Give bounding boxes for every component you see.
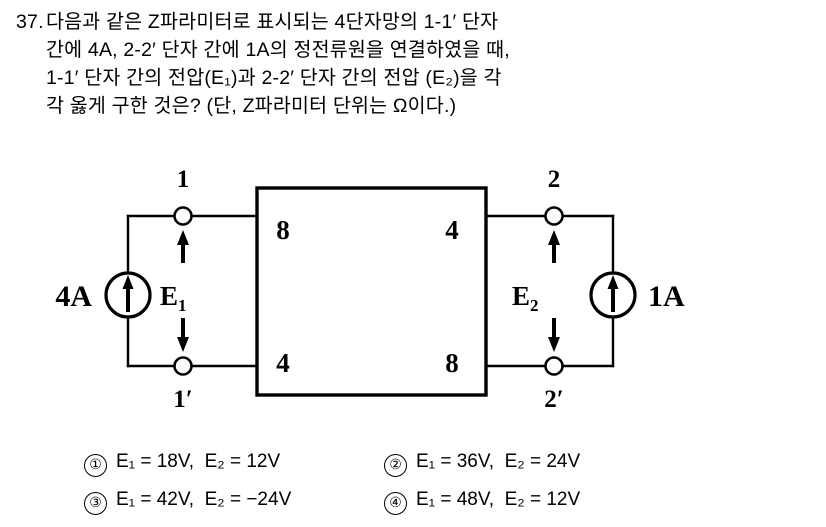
answer-text-3: E₁ = 42V, E₂ = −24V	[116, 489, 292, 510]
label-z12: 4	[445, 215, 459, 245]
answer-option-4[interactable]: ④ E₁ = 48V, E₂ = 12V	[320, 489, 720, 515]
answer-text-1: E₁ = 18V, E₂ = 12V	[116, 451, 281, 472]
question-text-line-2: 간에 4A, 2-2′ 단자 간에 1A의 정전류원을 연결하였을 때,	[46, 39, 510, 61]
label-terminal-2: 2	[548, 166, 561, 193]
question-line-3: 1-1′ 단자 간의 전압(E₁)과 2-2′ 단자 간의 전압 (E₂)을 각	[0, 64, 826, 92]
label-terminal-1: 1	[177, 166, 190, 193]
label-terminal-2-prime: 2′	[544, 386, 564, 413]
label-voltage-e1-subscript: 1	[178, 296, 187, 315]
question-text-line-3: 1-1′ 단자 간의 전압(E₁)과 2-2′ 단자 간의 전압 (E₂)을 각	[46, 67, 502, 89]
answer-options: ① E₁ = 18V, E₂ = 12V ② E₁ = 36V, E₂ = 24…	[0, 444, 826, 520]
two-port-network-box	[255, 186, 488, 397]
terminal-node-2-prime	[544, 356, 564, 376]
answer-marker-4: ④	[384, 492, 407, 515]
label-source-4a: 4A	[55, 280, 92, 313]
answer-row-2: ③ E₁ = 42V, E₂ = −24V ④ E₁ = 48V, E₂ = 1…	[0, 482, 826, 520]
label-voltage-e2-subscript: 2	[530, 296, 539, 315]
answer-marker-3: ③	[84, 492, 107, 515]
answer-marker-2: ②	[384, 454, 407, 477]
label-z11: 8	[276, 215, 290, 245]
answer-row-1: ① E₁ = 18V, E₂ = 12V ② E₁ = 36V, E₂ = 24…	[0, 444, 826, 482]
answer-marker-1: ①	[84, 454, 107, 477]
answer-text-2: E₁ = 36V, E₂ = 24V	[416, 451, 581, 472]
e2-arrow-down-head	[548, 337, 560, 352]
label-z21: 4	[276, 348, 290, 378]
answer-text-4: E₁ = 48V, E₂ = 12V	[416, 489, 581, 510]
terminal-node-1-prime	[173, 356, 193, 376]
e2-arrow-up-head	[548, 230, 560, 245]
e1-arrow-up-head	[177, 230, 189, 245]
label-z22: 8	[445, 348, 459, 378]
label-voltage-e2-symbol: E	[512, 281, 530, 311]
question-line-4: 각 옳게 구한 것은? (단, Z파라미터 단위는 Ω이다.)	[0, 92, 826, 120]
terminal-node-1	[173, 206, 193, 226]
circuit-diagram: 1 1′ 2 2′ 8 4 4 8 4A 1A E1 E2	[0, 150, 826, 440]
question-text-line-4: 각 옳게 구한 것은? (단, Z파라미터 단위는 Ω이다.)	[46, 95, 457, 117]
question-number: 37.	[16, 11, 44, 33]
label-source-1a: 1A	[648, 280, 685, 313]
label-voltage-e1-symbol: E	[160, 281, 178, 311]
answer-option-1[interactable]: ① E₁ = 18V, E₂ = 12V	[0, 451, 320, 477]
label-terminal-1-prime: 1′	[173, 386, 193, 413]
label-voltage-e1: E1	[160, 281, 187, 315]
question-text-line-1: 다음과 같은 Z파라미터로 표시되는 4단자망의 1-1′ 단자	[46, 11, 499, 33]
current-source-1a-arrow-head	[607, 275, 619, 289]
label-voltage-e2: E2	[512, 281, 539, 315]
answer-option-2[interactable]: ② E₁ = 36V, E₂ = 24V	[320, 451, 720, 477]
question-line-1: 37. 다음과 같은 Z파라미터로 표시되는 4단자망의 1-1′ 단자	[0, 8, 826, 36]
e1-arrow-down-head	[177, 337, 189, 352]
terminal-node-2	[544, 206, 564, 226]
current-source-4a-arrow-head	[122, 275, 134, 289]
question-block: 37. 다음과 같은 Z파라미터로 표시되는 4단자망의 1-1′ 단자 간에 …	[0, 0, 826, 120]
answer-option-3[interactable]: ③ E₁ = 42V, E₂ = −24V	[0, 489, 320, 515]
question-line-2: 간에 4A, 2-2′ 단자 간에 1A의 정전류원을 연결하였을 때,	[0, 36, 826, 64]
